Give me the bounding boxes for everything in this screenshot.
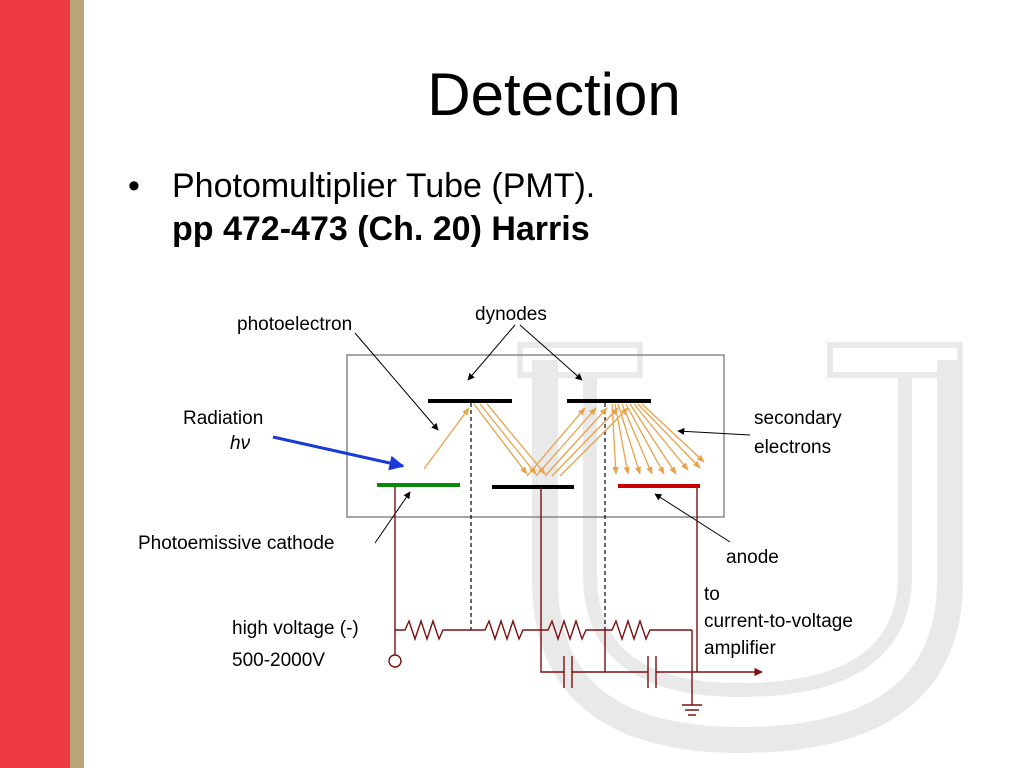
electrons-label: electrons: [754, 437, 831, 458]
electron-paths: [423, 403, 705, 477]
secondary-label: secondary: [754, 408, 842, 429]
dynodes-label: dynodes: [475, 304, 547, 325]
tube-outline: [346, 354, 725, 518]
voltage-range-label: 500-2000V: [232, 650, 325, 671]
anode-label: anode: [726, 547, 779, 568]
amplifier-line1-label: current-to-voltage: [704, 611, 853, 632]
amplifier-line2-label: amplifier: [704, 638, 776, 659]
voltage-divider-circuit: [388, 487, 763, 716]
reference-text: pp 472-473 (Ch. 20) Harris: [172, 210, 590, 248]
sidebar-red-band: [0, 0, 70, 768]
radiation-label: Radiation: [183, 408, 263, 429]
university-logo-watermark: [517, 342, 963, 754]
bullet-dot: •: [128, 167, 140, 205]
bullet-text: Photomultiplier Tube (PMT).: [172, 167, 596, 205]
hv-symbol: hν: [230, 433, 251, 454]
to-label: to: [704, 584, 720, 605]
sidebar-tan-band: [70, 0, 84, 768]
high-voltage-label: high voltage (-): [232, 618, 359, 639]
cathode-label: Photoemissive cathode: [138, 533, 334, 554]
photoelectron-label: photoelectron: [237, 314, 352, 335]
label-pointers: [354, 324, 751, 544]
radiation-arrow: [272, 435, 405, 471]
slide-title: Detection: [427, 61, 681, 128]
